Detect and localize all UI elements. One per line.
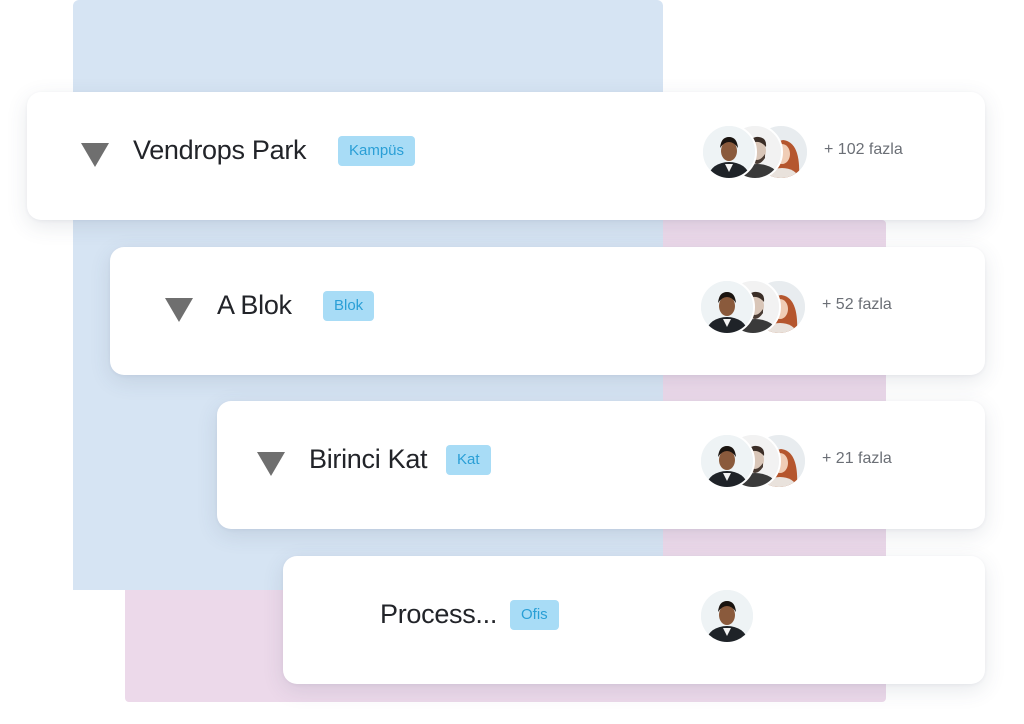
row-title: A Blok xyxy=(217,290,292,320)
type-tag: Ofis xyxy=(510,600,559,630)
caret-down-icon[interactable] xyxy=(165,298,193,322)
more-count[interactable]: + 102 fazla xyxy=(824,141,903,158)
man-dark-hair-avatar xyxy=(699,279,755,335)
man-dark-hair-avatar xyxy=(699,588,755,644)
caret-down-icon[interactable] xyxy=(81,143,109,167)
tree-row-campus[interactable]: Vendrops Park Kampüs + 102 fazla xyxy=(27,92,985,220)
type-tag: Kat xyxy=(446,445,491,475)
tree-row-office[interactable]: Process... Ofis xyxy=(283,556,985,684)
more-count[interactable]: + 21 fazla xyxy=(822,450,892,467)
man-dark-hair-avatar xyxy=(699,433,755,489)
more-count[interactable]: + 52 fazla xyxy=(822,296,892,313)
type-tag: Blok xyxy=(323,291,375,321)
tree-row-floor[interactable]: Birinci Kat Kat + 21 fazla xyxy=(217,401,985,529)
row-title: Process... xyxy=(380,599,498,629)
row-title: Vendrops Park xyxy=(133,135,307,165)
type-tag: Kampüs xyxy=(338,136,416,166)
caret-down-icon[interactable] xyxy=(257,452,285,476)
row-title: Birinci Kat xyxy=(309,444,428,474)
man-dark-hair-avatar xyxy=(701,124,757,180)
tree-row-block[interactable]: A Blok Blok + 52 fazla xyxy=(110,247,985,375)
